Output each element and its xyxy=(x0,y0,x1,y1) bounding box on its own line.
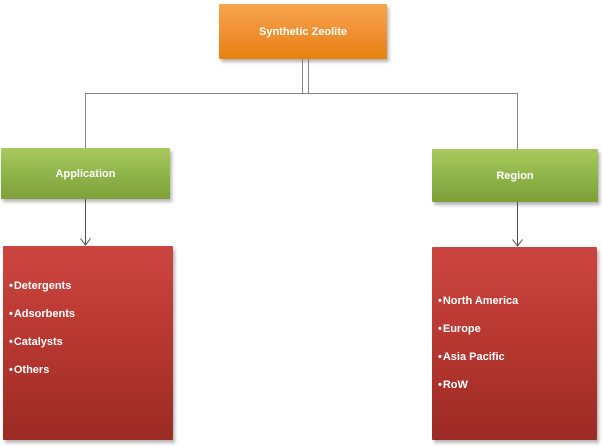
node-region: Region xyxy=(432,149,598,202)
list-item-label: Asia Pacific xyxy=(442,351,505,363)
list-item-label: RoW xyxy=(442,379,468,391)
list-item-label: Adsorbents xyxy=(13,308,75,320)
list-item: •Others xyxy=(9,364,173,392)
list-item-label: Others xyxy=(13,364,50,376)
list-box-application: •Detergents •Adsorbents •Catalysts •Othe… xyxy=(3,246,173,440)
connector-root-stub-left xyxy=(302,59,303,93)
down-arrow-application xyxy=(80,199,91,246)
bullet-marker: • xyxy=(9,336,13,348)
list-item-label: Europe xyxy=(442,323,481,335)
branch-application-label: Application xyxy=(55,167,116,180)
bullet-marker: • xyxy=(438,351,442,363)
node-synthetic-zeolite: Synthetic Zeolite xyxy=(219,4,387,59)
root-node-label: Synthetic Zeolite xyxy=(258,25,348,38)
connector-root-stub-right xyxy=(308,59,309,93)
region-list: •North America •Europe •Asia Pacific •Ro… xyxy=(432,295,597,407)
connector-horizontal xyxy=(85,93,518,94)
connector-vertical-right xyxy=(517,93,518,149)
list-item: •Europe xyxy=(438,323,597,351)
bullet-marker: • xyxy=(438,379,442,391)
list-item-label: North America xyxy=(442,295,519,307)
bullet-marker: • xyxy=(438,295,442,307)
list-item: •Catalysts xyxy=(9,336,173,364)
list-item-label: Catalysts xyxy=(13,336,63,348)
connector-vertical-left xyxy=(85,93,86,148)
list-item: •Asia Pacific xyxy=(438,351,597,379)
bullet-marker: • xyxy=(9,364,13,376)
bullet-marker: • xyxy=(9,308,13,320)
list-item: •North America xyxy=(438,295,597,323)
bullet-marker: • xyxy=(9,280,13,292)
list-box-region: •North America •Europe •Asia Pacific •Ro… xyxy=(432,247,597,440)
application-list: •Detergents •Adsorbents •Catalysts •Othe… xyxy=(3,280,173,392)
bullet-marker: • xyxy=(438,323,442,335)
branch-region-label: Region xyxy=(496,169,534,182)
list-item: •Detergents xyxy=(9,280,173,308)
down-arrow-region xyxy=(512,202,523,247)
node-application: Application xyxy=(1,148,170,199)
list-item: •Adsorbents xyxy=(9,308,173,336)
list-item: •RoW xyxy=(438,379,597,407)
list-item-label: Detergents xyxy=(13,280,72,292)
